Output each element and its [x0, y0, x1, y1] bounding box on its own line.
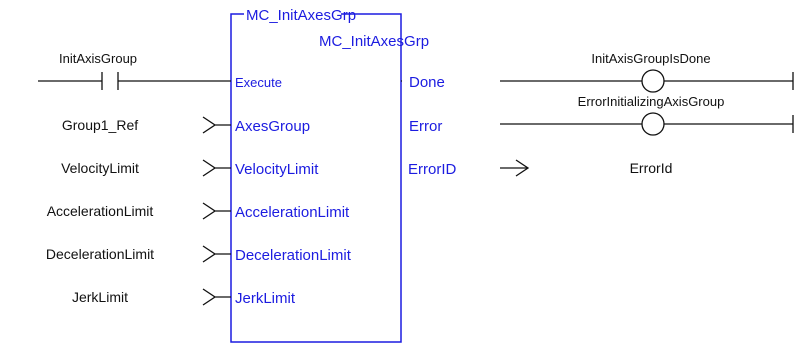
- error-coil[interactable]: [500, 112, 794, 136]
- velocity-limit-variable: VelocityLimit: [61, 160, 139, 176]
- done-coil-variable: InitAxisGroupIsDone: [591, 51, 710, 66]
- pin-axes-group: AxesGroup: [235, 118, 310, 135]
- jerk-limit-input-arrow[interactable]: [202, 288, 231, 306]
- done-coil[interactable]: [401, 69, 794, 93]
- deceleration-limit-input-arrow[interactable]: [202, 245, 231, 263]
- pin-acceleration-limit: AccelerationLimit: [235, 204, 350, 221]
- velocity-limit-input-arrow[interactable]: [202, 159, 231, 177]
- acceleration-limit-input-arrow[interactable]: [202, 202, 231, 220]
- acceleration-limit-variable: AccelerationLimit: [47, 203, 154, 219]
- error-id-variable: ErrorId: [630, 160, 673, 176]
- execute-contact[interactable]: [38, 72, 231, 90]
- pin-error: Error: [409, 118, 442, 135]
- block-instance-name: MC_InitAxesGrp: [246, 7, 356, 24]
- pin-jerk-limit: JerkLimit: [235, 290, 296, 307]
- block-type-name: MC_InitAxesGrp: [319, 33, 429, 50]
- pin-deceleration-limit: DecelerationLimit: [235, 247, 352, 264]
- pin-velocity-limit: VelocityLimit: [235, 161, 319, 178]
- execute-contact-variable: InitAxisGroup: [59, 51, 137, 66]
- pin-error-id: ErrorID: [408, 161, 457, 178]
- error-id-output-arrow[interactable]: [500, 159, 530, 177]
- axes-group-input-arrow[interactable]: [202, 116, 231, 134]
- jerk-limit-variable: JerkLimit: [72, 289, 128, 305]
- axes-group-variable: Group1_Ref: [62, 117, 138, 133]
- pin-execute: Execute: [235, 75, 282, 90]
- pin-done: Done: [409, 74, 445, 91]
- error-coil-variable: ErrorInitializingAxisGroup: [578, 94, 725, 109]
- deceleration-limit-variable: DecelerationLimit: [46, 246, 154, 262]
